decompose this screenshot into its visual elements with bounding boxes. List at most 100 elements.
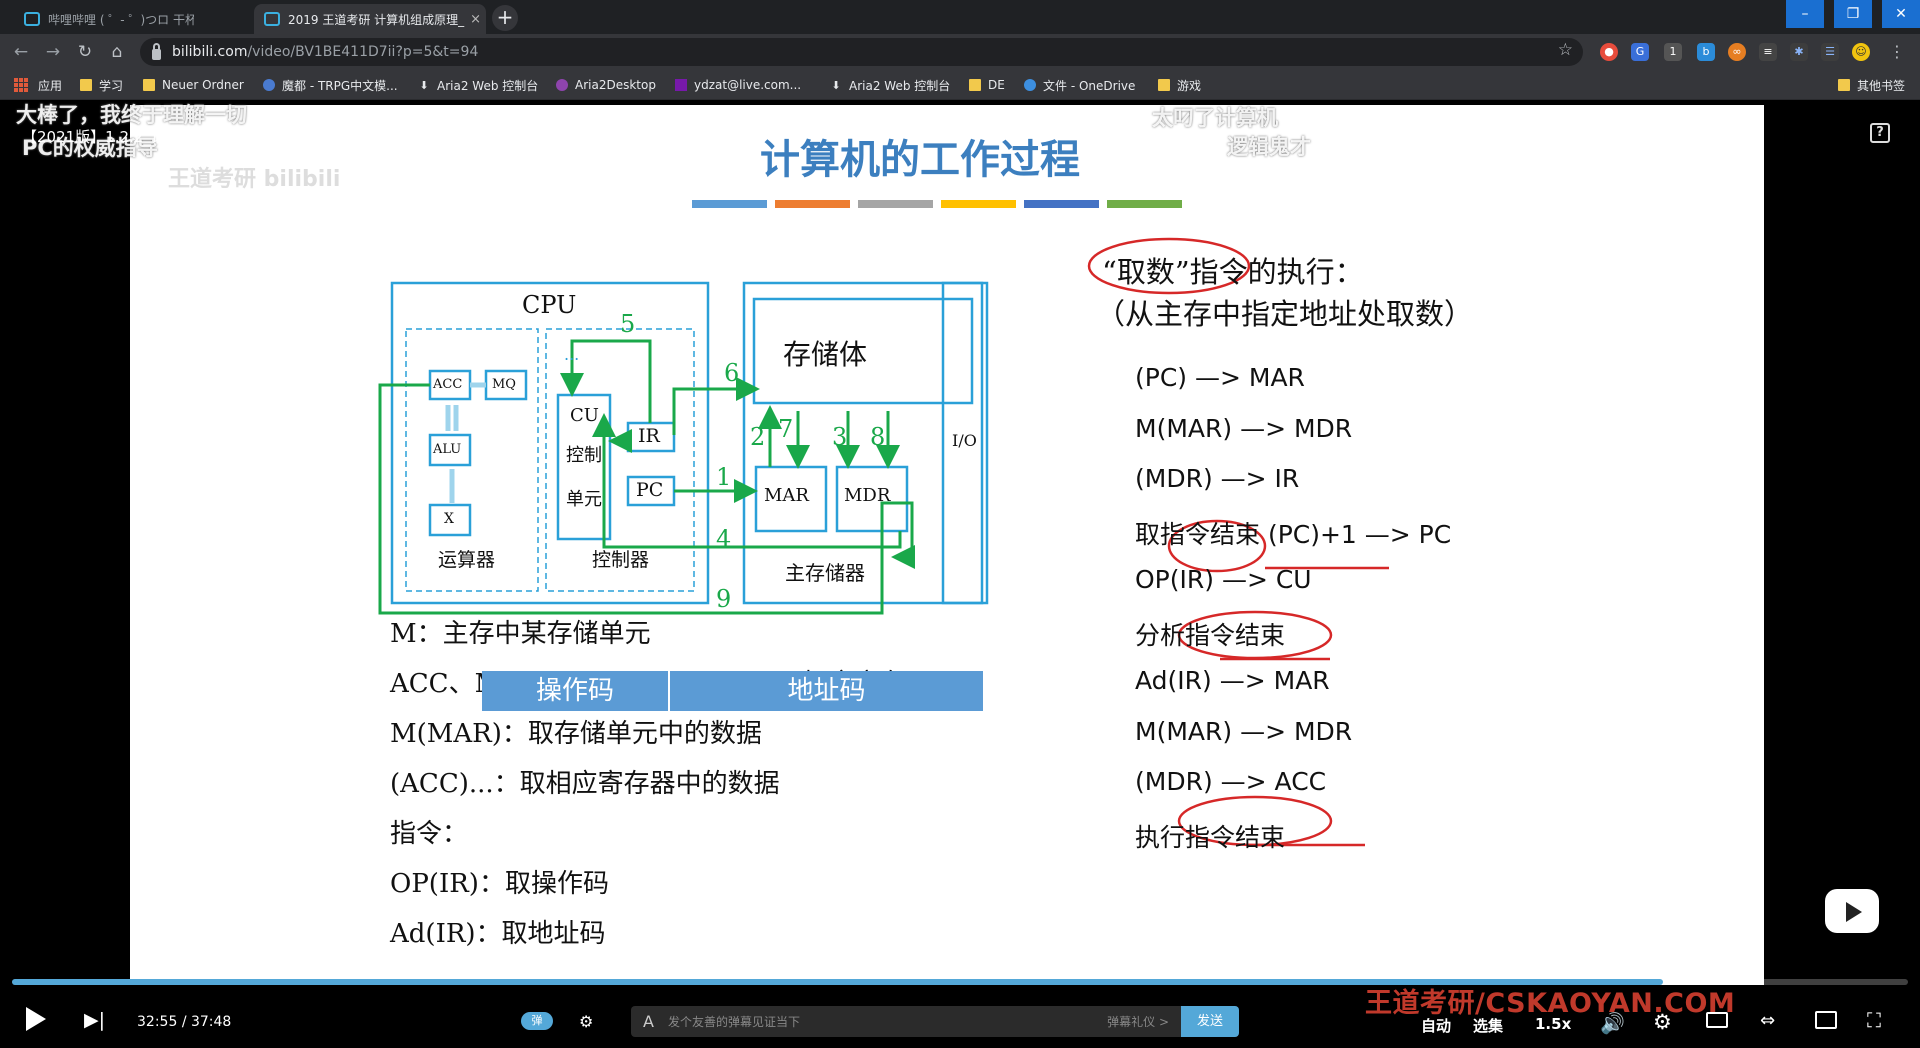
close-window-icon[interactable]: ✕ <box>1882 0 1920 28</box>
bookmark-label: 游戏 <box>1177 78 1202 93</box>
bilibili-extension-icon[interactable]: b <box>1697 43 1715 61</box>
widescreen-icon[interactable]: ⇔ <box>1760 1010 1776 1031</box>
bookmark-aria2desktop[interactable]: Aria2Desktop <box>556 76 656 94</box>
extension-red-icon[interactable]: ● <box>1600 43 1618 61</box>
send-danmaku-button[interactable]: 发送 <box>1181 1006 1239 1037</box>
danmaku-comment: 太叼了计算机 <box>1152 106 1278 130</box>
video-frame[interactable]: 计算机的工作过程 <box>130 105 1764 985</box>
bookmark-trpg[interactable]: 魔都 - TRPG中文模... <box>263 76 398 94</box>
step-num-1: 1 <box>716 463 732 491</box>
danmaku-toggle[interactable]: 弹 <box>521 1012 553 1030</box>
bookmark-label: Aria2 Web 控制台 <box>849 78 951 93</box>
save-page-icon[interactable]: ≡ <box>1759 43 1777 61</box>
onenote-icon <box>675 79 687 91</box>
bilibili-tv-icon[interactable] <box>1825 889 1879 933</box>
step-num-9: 9 <box>716 585 732 613</box>
volume-icon[interactable]: 🔊 <box>1600 1011 1625 1035</box>
bilibili-tab-icon <box>264 12 280 26</box>
bookmark-aria2-web[interactable]: ⬇ Aria2 Web 控制台 <box>418 76 538 94</box>
bookmark-label: ydzat@live.com... <box>694 78 802 92</box>
tab-video[interactable]: 2019 王道考研 计算机组成原理_ × <box>254 4 486 34</box>
avatar[interactable]: ☺ <box>1852 43 1870 61</box>
danmaku-comment: PC的权威指导 <box>22 136 158 160</box>
restore-icon[interactable]: ❐ <box>1834 0 1872 28</box>
video-player[interactable]: 计算机的工作过程 <box>0 101 1920 1048</box>
folder-icon <box>80 79 92 91</box>
home-icon[interactable]: ⌂ <box>111 42 123 62</box>
title-color-bar <box>858 200 933 208</box>
quality-button[interactable]: 自动 <box>1421 1017 1452 1035</box>
bookmark-apps[interactable]: 应用 <box>14 76 62 94</box>
bookmark-aria2-web-2[interactable]: ⬇ Aria2 Web 控制台 <box>830 76 950 94</box>
bookmarks-bar: 应用 学习 Neuer Ordner 魔都 - TRPG中文模... ⬇ Ari… <box>0 70 1920 100</box>
new-tab-button[interactable]: + <box>492 5 518 31</box>
address-field: 地址码 <box>670 671 983 711</box>
ir-label: IR <box>638 425 660 447</box>
puzzle-icon[interactable]: ✱ <box>1790 43 1808 61</box>
step-num-6: 6 <box>724 359 740 387</box>
next-icon[interactable]: ▶| <box>84 1009 106 1031</box>
infinity-icon[interactable]: ∞ <box>1728 43 1746 61</box>
progress-bar[interactable] <box>12 979 1908 985</box>
alu-dashed-box <box>405 328 539 592</box>
picture-in-picture-icon[interactable] <box>1706 1012 1728 1028</box>
danmaku-etiquette-link[interactable]: 弹幕礼仪 > <box>1107 1015 1169 1029</box>
extension-badge-icon[interactable]: 1 <box>1664 43 1682 61</box>
fetch-step: M(MAR) —> MDR <box>1135 716 1353 746</box>
help-icon[interactable]: ? <box>1870 123 1890 143</box>
bookmark-other[interactable]: 其他书签 <box>1838 76 1905 94</box>
bookmark-study[interactable]: 学习 <box>80 76 123 94</box>
title-color-bar <box>941 200 1016 208</box>
forward-icon[interactable]: → <box>45 42 61 62</box>
reading-list-icon[interactable]: ☰ <box>1821 43 1839 61</box>
back-icon[interactable]: ← <box>13 42 29 62</box>
opcode-field: 操作码 <box>482 671 668 711</box>
translate-icon[interactable]: G <box>1631 43 1649 61</box>
bookmark-de[interactable]: DE <box>969 76 1005 94</box>
bookmark-games[interactable]: 游戏 <box>1158 76 1201 94</box>
episodes-button[interactable]: 选集 <box>1473 1017 1504 1035</box>
tab-title: 2019 王道考研 计算机组成原理_ <box>288 12 465 27</box>
memory-box <box>742 281 984 605</box>
cu-dashed-box <box>545 328 695 592</box>
folder-icon <box>143 79 155 91</box>
web-fullscreen-icon[interactable] <box>1815 1011 1837 1029</box>
instruction-subheading: （从主存中指定地址处取数） <box>1096 297 1474 331</box>
bookmark-star-icon[interactable]: ☆ <box>1557 40 1573 60</box>
alu-box <box>428 433 472 467</box>
danmaku-settings-icon[interactable]: ⚙ <box>579 1012 594 1031</box>
bookmark-label: Aria2Desktop <box>575 78 656 92</box>
play-icon[interactable] <box>26 1007 46 1031</box>
title-color-bar <box>1024 200 1099 208</box>
fullscreen-icon[interactable]: ⛶ <box>1867 1008 1881 1032</box>
speed-button[interactable]: 1.5x <box>1535 1015 1572 1033</box>
danmaku-input[interactable]: A 发个友善的弹幕见证当下 弹幕礼仪 > <box>631 1006 1181 1037</box>
path-5 <box>560 339 652 423</box>
bookmark-onedrive[interactable]: 文件 - OneDrive <box>1024 76 1135 94</box>
fetch-step: 执行指令结束 <box>1135 822 1286 852</box>
menu-icon[interactable]: ⋮ <box>1889 42 1905 61</box>
cloud-icon <box>1024 79 1036 91</box>
settings-icon[interactable]: ⚙ <box>1653 1010 1672 1034</box>
reload-icon[interactable]: ↻ <box>77 42 93 62</box>
folder-icon <box>1158 79 1170 91</box>
bookmark-neuer-ordner[interactable]: Neuer Ordner <box>143 76 244 94</box>
tab-bilibili-home[interactable]: 哔哩哔哩 ( ゜- ゜)つロ 干杯~-bili × <box>14 4 194 34</box>
site-watermark: 王道考研/CSKAOYAN.COM <box>1365 988 1736 1019</box>
time-display: 32:55 / 37:48 <box>137 1014 231 1030</box>
player-controls: ▶| 32:55 / 37:48 弹 ⚙ A 发个友善的弹幕见证当下 弹幕礼仪 … <box>0 985 1920 1048</box>
bookmark-onenote[interactable]: ydzat@live.com... <box>675 76 801 94</box>
pc-label: PC <box>636 479 664 501</box>
title-color-bar <box>1107 200 1182 208</box>
computer-diagram <box>378 237 1389 847</box>
lock-icon <box>152 42 161 60</box>
font-style-icon[interactable]: A <box>643 1012 654 1031</box>
mar-label: MAR <box>764 485 809 506</box>
address-bar[interactable]: bilibili.com /video/BV1BE411D7ii?p=5&t=9… <box>140 38 1583 66</box>
danmaku-comment: 逻辑鬼才 <box>1227 135 1311 159</box>
close-icon[interactable]: × <box>470 11 482 27</box>
bookmark-label: 学习 <box>99 78 124 93</box>
note-op-ir: OP(IR)：取操作码 <box>390 869 609 899</box>
step-num-5: 5 <box>620 310 636 338</box>
minimize-icon[interactable]: – <box>1786 0 1824 28</box>
